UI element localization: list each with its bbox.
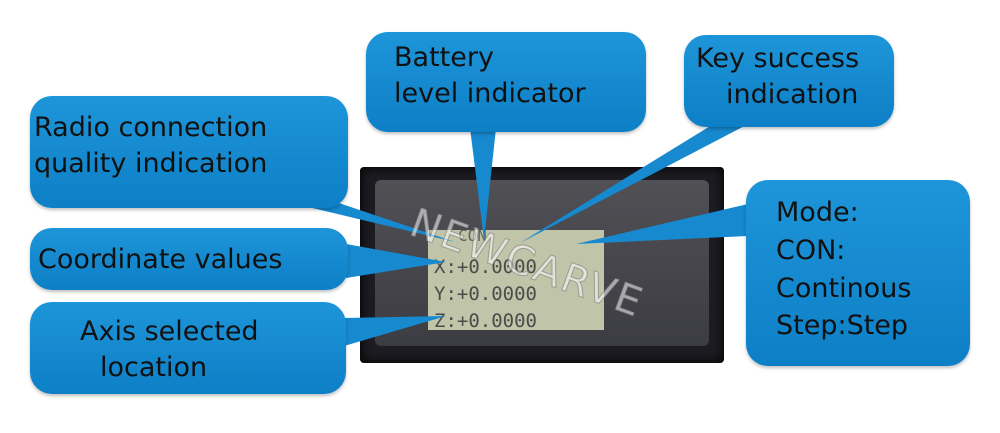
callout-radio-line-1: Radio connection	[34, 110, 348, 146]
callout-battery-level: Battery level indicator	[366, 32, 646, 132]
callout-axis-line-1: Axis selected	[80, 314, 346, 350]
callout-battery-line-2: level indicator	[394, 76, 646, 112]
pointer-battery	[470, 128, 496, 240]
callout-key-line-2: indication	[696, 77, 894, 113]
callout-radio-quality: Radio connection quality indication	[30, 96, 348, 208]
pointer-axis	[344, 316, 446, 346]
callout-radio-line-2: quality indication	[34, 146, 348, 182]
callout-key-success: Key success indication	[684, 35, 894, 127]
pointer-coordinates	[346, 244, 446, 278]
callout-mode-line-4: Step:Step	[776, 307, 970, 345]
callout-mode-line-3: Continous	[776, 270, 970, 308]
callout-mode-line-2: CON:	[776, 232, 970, 270]
callout-key-line-1: Key success	[696, 41, 894, 77]
pointer-mode	[576, 204, 748, 244]
callout-coordinate-text: Coordinate values	[38, 242, 348, 278]
callout-axis-line-2: location	[80, 350, 346, 386]
callout-battery-line-1: Battery	[394, 40, 646, 76]
callout-mode-line-1: Mode:	[776, 194, 970, 232]
callout-mode: Mode: CON: Continous Step:Step	[746, 180, 970, 366]
callout-axis-selected: Axis selected location	[30, 302, 346, 394]
callout-coordinate-values: Coordinate values	[30, 228, 348, 290]
